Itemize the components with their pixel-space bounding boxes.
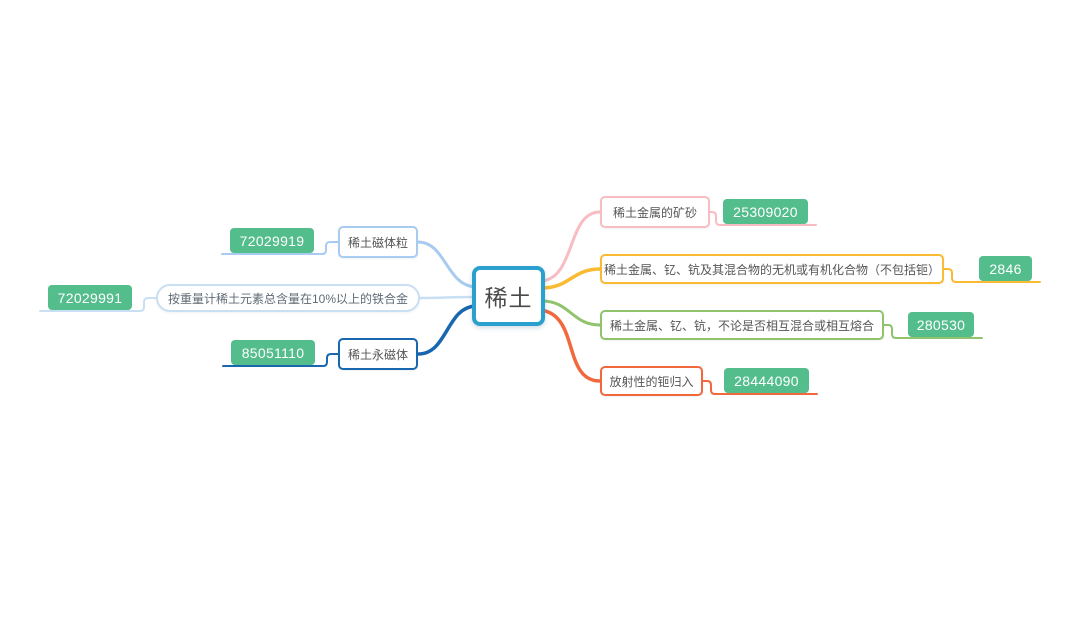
badge-connector-left-2 [39,297,157,312]
topic-node-ferroalloy[interactable]: 按重量计稀土元素总含量在10%以上的铁合金 [156,284,420,312]
topic-label: 稀土金属的矿砂 [612,205,697,220]
hs-code-text: 85051110 [241,344,305,361]
branch-curve-left-3 [416,304,478,356]
branch-curve-right-4 [538,308,602,383]
topic-node-metals-mixed[interactable]: 稀土金属、钇、钪，不论是否相互混合或相互熔合 [600,310,884,340]
badge-connector-left-1 [221,241,339,255]
hs-code-text: 72029919 [239,232,305,249]
topic-node-compounds[interactable]: 稀土金属、钇、钪及其混合物的无机或有机化合物（不包括钷） [600,254,944,284]
branch-curve-right-2 [540,267,602,290]
hs-code-badge-280530[interactable]: 280530 [908,312,974,337]
branch-curve-left-1 [416,240,478,289]
hs-code-text: 28444090 [734,372,799,389]
badge-connector-right-2 [943,268,1041,283]
topic-node-ores[interactable]: 稀土金属的矿砂 [600,196,710,228]
badge-connector-right-4 [702,380,818,395]
topic-label: 稀土磁体粒 [347,235,408,250]
topic-node-radioactive-promethium[interactable]: 放射性的钷归入 [600,366,703,396]
central-topic-node[interactable]: 稀土 [472,266,545,326]
hs-code-badge-85051110[interactable]: 85051110 [231,340,315,365]
hs-code-text: 72029991 [57,289,123,306]
hs-code-badge-72029919[interactable]: 72029919 [230,228,314,253]
hs-code-text: 280530 [916,316,966,333]
badge-connector-left-3 [222,353,339,367]
hs-code-badge-2846[interactable]: 2846 [979,256,1032,281]
hs-code-text: 25309020 [733,203,798,220]
hs-code-badge-25309020[interactable]: 25309020 [723,199,808,224]
topic-node-permanent-magnet[interactable]: 稀土永磁体 [338,338,418,370]
topic-label: 按重量计稀土元素总含量在10%以上的铁合金 [167,291,409,306]
central-topic-label: 稀土 [484,285,533,311]
branch-curve-right-1 [540,210,602,283]
hs-code-text: 2846 [989,260,1022,277]
branch-curve-right-3 [540,299,602,327]
badge-connector-right-1 [709,211,817,226]
topic-node-magnet-grain[interactable]: 稀土磁体粒 [338,226,418,258]
topic-label: 放射性的钷归入 [609,374,694,389]
badge-connector-right-3 [883,324,983,339]
branch-curve-left-2 [418,295,478,300]
hs-code-badge-28444090[interactable]: 28444090 [724,368,809,393]
topic-label: 稀土金属、钇、钪，不论是否相互混合或相互熔合 [609,318,874,333]
hs-code-badge-72029991[interactable]: 72029991 [48,285,132,310]
topic-label: 稀土金属、钇、钪及其混合物的无机或有机化合物（不包括钷） [603,262,940,277]
topic-label: 稀土永磁体 [347,347,408,362]
